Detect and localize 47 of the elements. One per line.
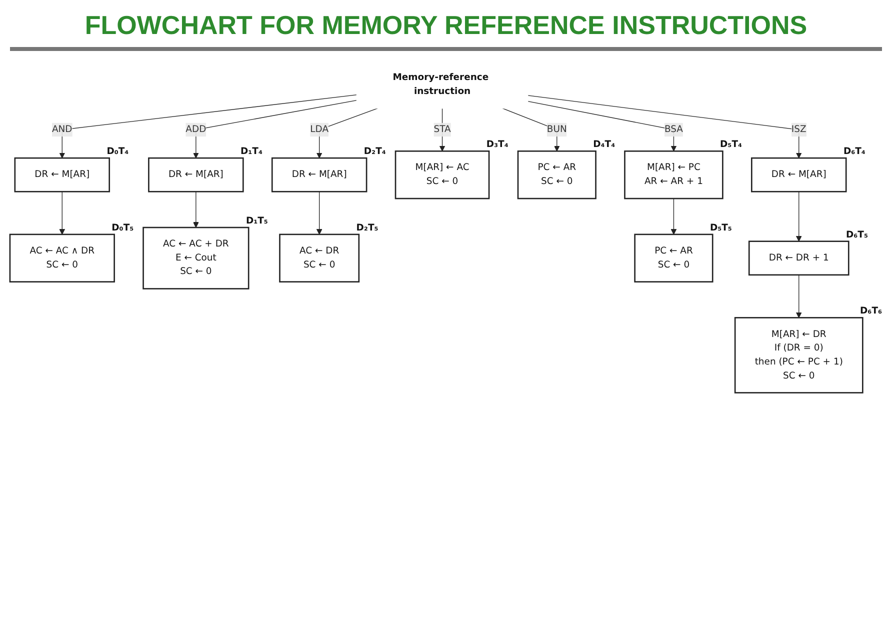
node-box: DR ← M[AR] (148, 157, 244, 192)
timing-label: D₆T₄ (843, 146, 866, 158)
timing-label: D₅T₅ (710, 222, 732, 234)
timing-label: D₆T₆ (860, 306, 882, 317)
node-box: DR ← DR + 1 (748, 240, 850, 276)
arrow (502, 108, 560, 152)
timing-label: D₁T₄ (240, 146, 262, 158)
node-box: AC ← AC + DR E ← Cout SC ← 0 (142, 226, 250, 290)
arrow (193, 100, 358, 158)
edge-label: AND (52, 124, 72, 135)
arrow (316, 108, 378, 158)
edge-label: BUN (546, 124, 567, 135)
timing-label: D₂T₄ (364, 146, 386, 158)
node-text: Memory-reference instruction (392, 72, 489, 96)
edge-label: STA (434, 124, 451, 135)
timing-label: D₀T₅ (112, 222, 134, 234)
node-box: PC ← AR SC ← 0 (634, 234, 714, 282)
timing-label: D₅T₄ (720, 139, 742, 150)
title: FLOWCHART FOR MEMORY REFERENCE INSTRUCTIONS (10, 0, 882, 51)
arrow (796, 274, 802, 318)
arrow (670, 198, 677, 235)
arrow (59, 94, 358, 158)
node-box: M[AR] ← PC AR ← AR + 1 (624, 150, 724, 200)
arrow (316, 191, 322, 235)
edge-label: ADD (186, 124, 206, 135)
node-box: PC ← AR SC ← 0 (517, 150, 596, 200)
timing-label: D₁T₅ (246, 216, 268, 227)
node-box: DR ← M[AR] (751, 157, 847, 192)
node-box: AC ← AC ∧ DR SC ← 0 (9, 234, 115, 282)
timing-label: D₄T₄ (593, 139, 616, 150)
node-box: DR ← M[AR] (271, 157, 368, 192)
timing-label: D₆T₅ (846, 229, 868, 240)
arrow (528, 101, 677, 152)
node-box: AC ← DR SC ← 0 (279, 234, 360, 282)
arrow (59, 191, 66, 235)
node-box: M[AR] ← DR If (DR = 0) then (PC ← PC + 1) SC ← 0 (734, 317, 864, 394)
arrow (796, 191, 802, 242)
node-box: M[AR] ← AC SC ← 0 (394, 150, 490, 200)
arrow (528, 95, 802, 158)
timing-label: D₂T₅ (356, 222, 378, 234)
arrow (193, 191, 199, 228)
edge-label: BSA (664, 124, 683, 135)
timing-label: D₀T₄ (106, 146, 129, 158)
edge-label: LDA (310, 124, 329, 135)
edge-label: ISZ (791, 124, 806, 135)
node-box: DR ← M[AR] (14, 157, 110, 192)
timing-label: D₃T₄ (486, 139, 508, 150)
